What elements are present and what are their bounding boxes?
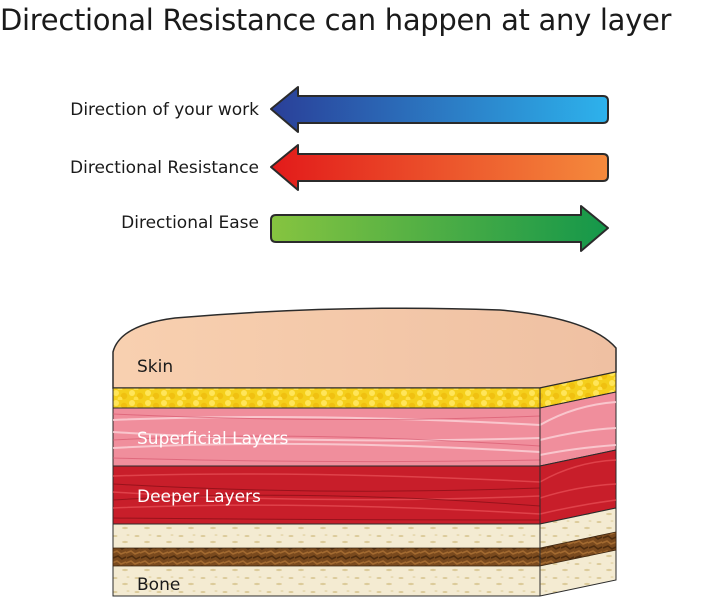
legend-label: Directional Resistance xyxy=(70,158,259,178)
layer-label-skin: Skin xyxy=(137,357,173,377)
layer-label-superficial: Superficial Layers xyxy=(137,429,289,449)
skin-layer xyxy=(112,307,617,389)
layer-label-deeper: Deeper Layers xyxy=(137,487,261,507)
legend-directional-resistance: Directional Resistance xyxy=(70,144,609,191)
legend-direction-of-work: Direction of your work xyxy=(70,86,609,133)
legend-label: Directional Ease xyxy=(121,213,259,233)
arrow-right-icon xyxy=(270,205,609,252)
legend-directional-ease: Directional Ease xyxy=(121,205,609,252)
legend-label: Direction of your work xyxy=(70,100,259,120)
page-title: Directional Resistance can happen at any… xyxy=(0,3,672,37)
tissue-block xyxy=(112,307,617,597)
arrow-left-icon xyxy=(270,144,609,191)
layer-label-bone: Bone xyxy=(137,575,180,595)
arrow-left-icon xyxy=(270,86,609,133)
